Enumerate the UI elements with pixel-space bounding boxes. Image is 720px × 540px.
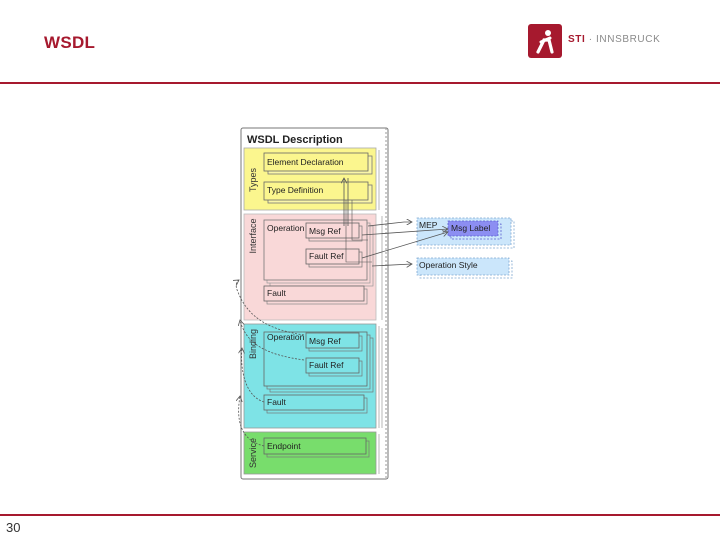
section-label-types: Types — [248, 167, 258, 192]
interface-operation-label: Operation — [267, 223, 305, 233]
section-label-binding: Binding — [248, 329, 258, 359]
binding-fault-ref-box — [305, 357, 360, 374]
slide-title: WSDL — [44, 33, 96, 52]
type-definition-box — [263, 181, 369, 201]
interface-msg-ref-label: Msg Ref — [309, 226, 341, 236]
binding-fault-box — [263, 394, 365, 411]
interface-fault-ref-label: Fault Ref — [309, 251, 344, 261]
logo-text: STI · INNSBRUCK — [568, 34, 661, 45]
type-definition-label: Type Definition — [267, 185, 323, 195]
binding-msg-ref-box — [305, 332, 360, 349]
description-title: WSDL Description — [247, 134, 343, 146]
element-declaration-box — [263, 152, 369, 172]
mep-label: MEP — [419, 220, 438, 230]
operation-style-label: Operation Style — [419, 260, 478, 270]
binding-operation-label: Operation — [267, 332, 305, 342]
interface-fault-label: Fault — [267, 288, 287, 298]
section-label-interface: Interface — [248, 218, 258, 253]
binding-fault-ref-label: Fault Ref — [309, 360, 344, 370]
page-number: 30 — [6, 520, 21, 535]
binding-msg-ref-label: Msg Ref — [309, 336, 341, 346]
sti-innsbruck-logo: STI · INNSBRUCK — [528, 24, 678, 60]
binding-fault-label: Fault — [267, 397, 287, 407]
sti-logo-icon — [528, 24, 562, 58]
operation-style-box — [416, 257, 510, 276]
header-rule — [0, 82, 720, 84]
footer-rule — [0, 514, 720, 516]
endpoint-label: Endpoint — [267, 441, 301, 451]
msg-label-text: Msg Label — [451, 223, 490, 233]
section-label-service: Service — [248, 438, 258, 468]
interface-fault-box — [263, 285, 365, 302]
element-declaration-label: Element Declaration — [267, 157, 344, 167]
